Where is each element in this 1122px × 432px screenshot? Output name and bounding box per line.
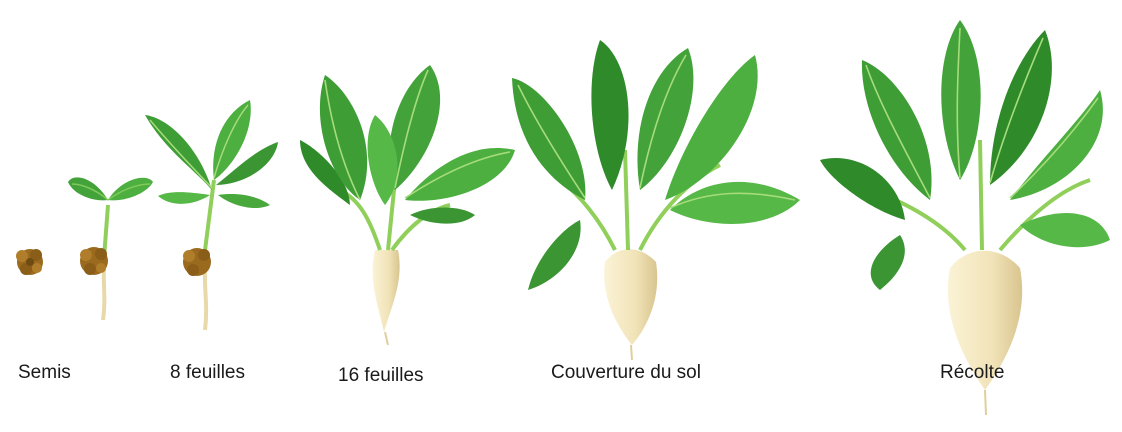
stage-label-couverture: Couverture du sol <box>551 362 701 384</box>
seed-icon <box>80 247 108 275</box>
seed-icon <box>183 248 211 276</box>
stage-label-16-feuilles: 16 feuilles <box>338 365 424 387</box>
seed-icon <box>16 249 43 275</box>
stage-label-8-feuilles: 8 feuilles <box>170 362 245 384</box>
stage-semis-plant <box>16 249 43 275</box>
stage-8-feuilles-plant <box>145 100 278 330</box>
stage-16-feuilles-plant <box>300 65 515 345</box>
stage-seedling-plant <box>68 177 153 320</box>
stage-label-recolte: Récolte <box>940 362 1004 384</box>
stage-couverture-plant <box>512 40 800 360</box>
stage-label-semis: Semis <box>18 362 71 384</box>
stage-recolte-plant <box>820 20 1110 415</box>
